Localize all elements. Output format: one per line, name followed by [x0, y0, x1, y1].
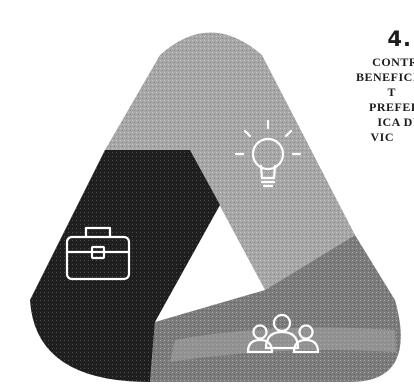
section-number: 4.	[312, 26, 412, 52]
text-line-4: PREFER	[312, 100, 414, 115]
text-line-1: CONTR	[312, 55, 414, 70]
cropped-description-text: 4. CONTR BENEFICI T PREFER ICA DU VIC	[312, 26, 414, 145]
text-line-3: T	[312, 85, 396, 100]
text-line-5: ICA DU	[312, 115, 414, 130]
text-line-6: VIC	[312, 130, 394, 145]
text-line-2: BENEFICI	[312, 70, 414, 85]
